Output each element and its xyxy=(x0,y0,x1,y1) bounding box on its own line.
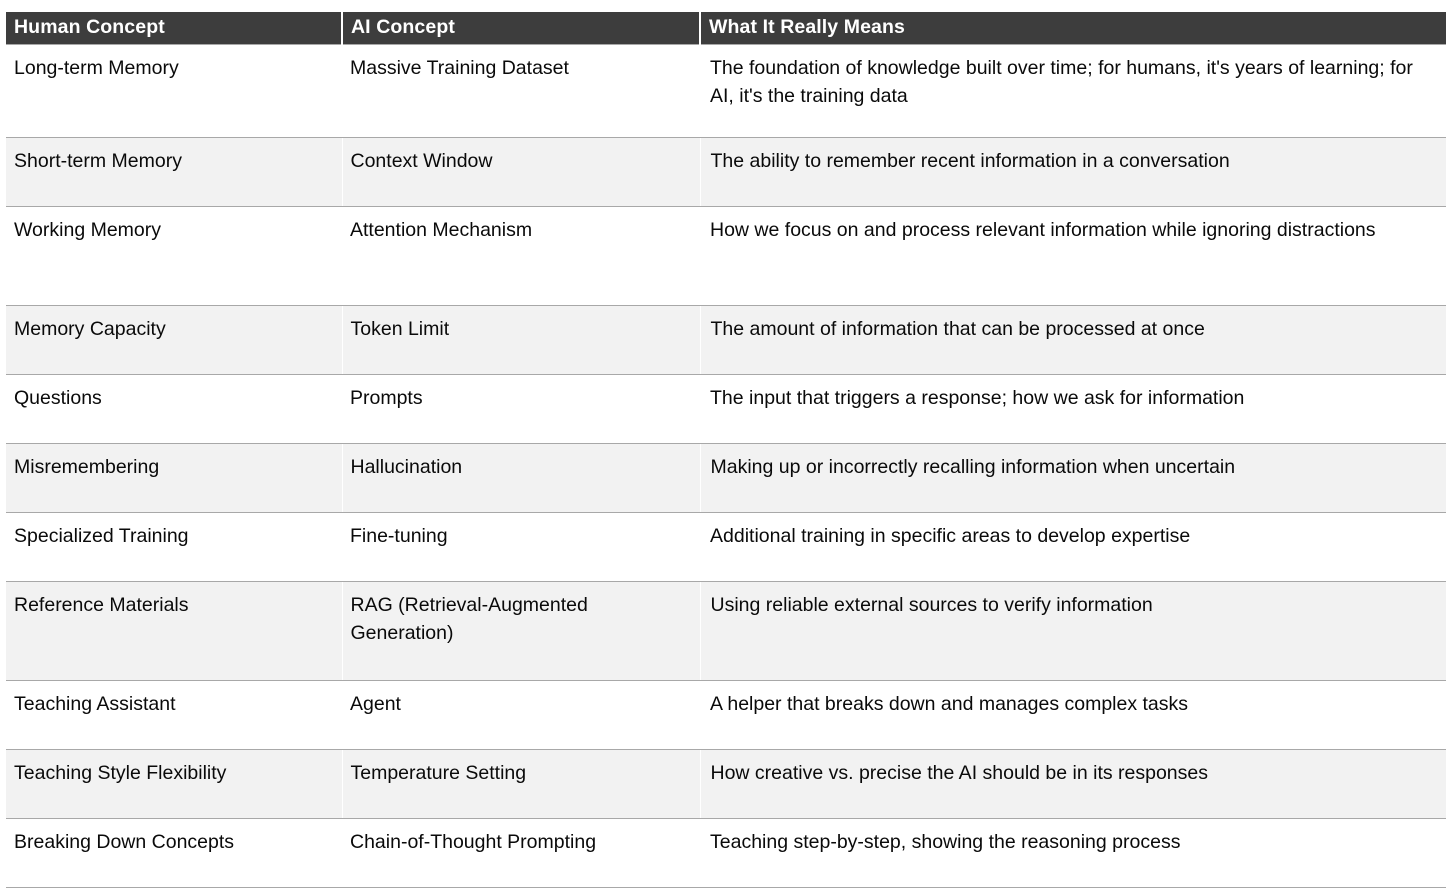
cell-human-concept: Long-term Memory xyxy=(6,44,342,138)
cell-what-it-really-means: Making up or incorrectly recalling infor… xyxy=(700,443,1446,513)
header-row: Human Concept AI Concept What It Really … xyxy=(6,12,1446,45)
cell-human-concept: Specialized Training xyxy=(6,512,342,582)
cell-ai-concept: Temperature Setting xyxy=(342,749,701,819)
cell-what-it-really-means: Teaching step-by-step, showing the reaso… xyxy=(700,818,1446,888)
table-container: Human Concept AI Concept What It Really … xyxy=(6,12,1446,888)
cell-what-it-really-means: Additional training in specific areas to… xyxy=(700,512,1446,582)
cell-what-it-really-means: How we focus on and process relevant inf… xyxy=(700,206,1446,306)
cell-ai-concept: Prompts xyxy=(342,374,700,444)
column-header-ai-concept: AI Concept xyxy=(342,12,701,45)
cell-ai-concept: Attention Mechanism xyxy=(342,206,700,306)
cell-what-it-really-means: Using reliable external sources to verif… xyxy=(700,581,1446,681)
cell-ai-concept: Token Limit xyxy=(342,305,701,375)
concept-comparison-table: Human Concept AI Concept What It Really … xyxy=(6,12,1446,888)
column-header-what-it-really-means: What It Really Means xyxy=(700,12,1446,45)
cell-ai-concept: Chain-of-Thought Prompting xyxy=(342,818,700,888)
cell-human-concept: Working Memory xyxy=(6,206,342,306)
cell-ai-concept: Context Window xyxy=(342,137,701,207)
table-header: Human Concept AI Concept What It Really … xyxy=(6,12,1446,45)
cell-human-concept: Reference Materials xyxy=(6,581,343,681)
column-header-human-concept: Human Concept xyxy=(6,12,343,45)
cell-ai-concept: RAG (Retrieval-Augmented Generation) xyxy=(342,581,701,681)
cell-what-it-really-means: A helper that breaks down and manages co… xyxy=(700,680,1446,750)
cell-what-it-really-means: The foundation of knowledge built over t… xyxy=(700,44,1446,138)
cell-ai-concept: Agent xyxy=(342,680,700,750)
cell-human-concept: Teaching Assistant xyxy=(6,680,342,750)
cell-human-concept: Questions xyxy=(6,374,342,444)
cell-human-concept: Memory Capacity xyxy=(6,305,343,375)
cell-ai-concept: Hallucination xyxy=(342,443,701,513)
cell-human-concept: Breaking Down Concepts xyxy=(6,818,342,888)
cell-human-concept: Teaching Style Flexibility xyxy=(6,749,343,819)
cell-human-concept: Short-term Memory xyxy=(6,137,343,207)
cell-what-it-really-means: The amount of information that can be pr… xyxy=(700,305,1446,375)
cell-ai-concept: Massive Training Dataset xyxy=(342,44,700,138)
cell-what-it-really-means: How creative vs. precise the AI should b… xyxy=(700,749,1446,819)
cell-what-it-really-means: The ability to remember recent informati… xyxy=(700,137,1446,207)
cell-what-it-really-means: The input that triggers a response; how … xyxy=(700,374,1446,444)
cell-human-concept: Misremembering xyxy=(6,443,343,513)
cell-ai-concept: Fine-tuning xyxy=(342,512,700,582)
